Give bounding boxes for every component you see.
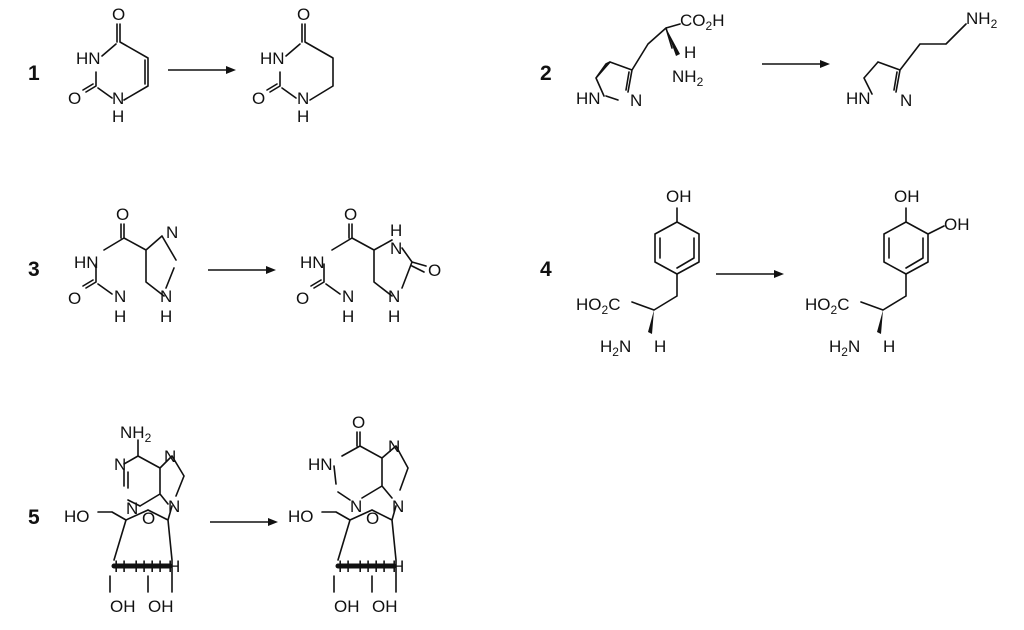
- atom-H: H: [883, 337, 895, 356]
- reaction-1: 1 O HN O N H O HN O N H: [28, 5, 334, 126]
- arrow-1: [168, 66, 236, 74]
- atom-HO: HO: [288, 507, 314, 526]
- atom-N: N: [112, 89, 124, 108]
- histidine-structure: CO2H H NH2 HN N: [576, 11, 724, 110]
- atom-H: H: [150, 557, 162, 576]
- atom-HO2C: HO2C: [805, 295, 849, 317]
- atom-HN: HN: [308, 455, 333, 474]
- atom-H: H: [342, 307, 354, 326]
- atom-OH: OH: [944, 215, 970, 234]
- atom-O-left: O: [68, 89, 81, 108]
- atom-O-left: O: [296, 289, 309, 308]
- atom-N: N: [168, 497, 180, 516]
- reaction-number-1: 1: [28, 62, 40, 85]
- atom-O-left: O: [68, 289, 81, 308]
- atom-H: H: [358, 557, 370, 576]
- arrow-4: [716, 270, 784, 278]
- atom-O: O: [142, 509, 155, 528]
- xanthine-structure: O N HN O N H N H: [68, 205, 178, 326]
- atom-O-top: O: [112, 5, 125, 24]
- atom-H: H: [390, 221, 402, 240]
- atom-H: H: [134, 557, 146, 576]
- atom-N: N: [126, 499, 138, 518]
- atom-H: H: [114, 557, 126, 576]
- arrow-2: [762, 60, 830, 68]
- reaction-3: 3 O N HN O N H N H O H N HN O O N H N: [28, 205, 441, 326]
- atom-HN: HN: [846, 89, 871, 108]
- arrow-5: [210, 518, 278, 526]
- atom-N: N: [166, 223, 178, 242]
- atom-O-left: O: [252, 89, 265, 108]
- reaction-number-5: 5: [28, 506, 40, 529]
- atom-N: N: [297, 89, 309, 108]
- atom-N: N: [900, 91, 912, 110]
- atom-N: N: [342, 287, 354, 306]
- atom-NH2: NH2: [120, 423, 152, 445]
- atom-N: N: [630, 91, 642, 110]
- inosine-structure: O N HN N N HO O H H H H OH OH: [288, 413, 409, 616]
- reaction-number-3: 3: [28, 258, 40, 281]
- reaction-number-4: 4: [540, 258, 552, 281]
- atom-NH2: NH2: [672, 67, 704, 89]
- atom-OH: OH: [666, 187, 692, 206]
- atom-N: N: [164, 447, 176, 466]
- atom-HN: HN: [300, 253, 325, 272]
- atom-O-top: O: [116, 205, 129, 224]
- atom-N: N: [388, 437, 400, 456]
- atom-O-right: O: [428, 261, 441, 280]
- arrow-3: [208, 266, 276, 274]
- atom-HO: HO: [64, 507, 90, 526]
- atom-H2N: H2N: [600, 337, 631, 359]
- atom-H: H: [114, 307, 126, 326]
- atom-H: H: [392, 557, 404, 576]
- atom-H: H: [374, 557, 386, 576]
- atom-N: N: [390, 239, 402, 258]
- atom-OH: OH: [110, 597, 136, 616]
- atom-H: H: [168, 557, 180, 576]
- atom-O-top: O: [297, 5, 310, 24]
- atom-N: N: [388, 287, 400, 306]
- atom-HN: HN: [576, 89, 601, 108]
- atom-N: N: [114, 455, 126, 474]
- reaction-number-2: 2: [540, 62, 552, 85]
- l-dopa-structure: OH OH HO2C H2N H: [805, 187, 970, 359]
- uracil-structure: O HN O N H: [68, 5, 149, 126]
- atom-H: H: [338, 557, 350, 576]
- atom-N: N: [160, 287, 172, 306]
- reaction-5: 5 NH2 N N N N HO O H H H H OH OH: [28, 413, 409, 616]
- dihydrouracil-structure: O HN O N H: [252, 5, 334, 126]
- atom-H2N: H2N: [829, 337, 860, 359]
- atom-O: O: [366, 509, 379, 528]
- adenosine-structure: NH2 N N N N HO O H H H H OH OH: [64, 423, 185, 616]
- atom-OH: OH: [372, 597, 398, 616]
- atom-H: H: [684, 43, 696, 62]
- atom-N: N: [350, 497, 362, 516]
- uric-acid-structure: O H N HN O O N H N H: [296, 205, 441, 326]
- reaction-4: 4 OH HO2C H2N H OH OH HO2C H2N H: [540, 187, 970, 359]
- atom-CO2H: CO2H: [680, 11, 724, 33]
- atom-H: H: [297, 107, 309, 126]
- atom-H: H: [654, 337, 666, 356]
- atom-HN: HN: [260, 49, 285, 68]
- tyrosine-structure: OH HO2C H2N H: [576, 187, 700, 359]
- atom-O-top: O: [344, 205, 357, 224]
- atom-OH: OH: [148, 597, 174, 616]
- histamine-structure: NH2 HN N: [846, 9, 998, 110]
- atom-N: N: [114, 287, 126, 306]
- atom-HN: HN: [74, 253, 99, 272]
- atom-HO2C: HO2C: [576, 295, 620, 317]
- atom-H: H: [388, 307, 400, 326]
- atom-H: H: [112, 107, 124, 126]
- atom-H: H: [160, 307, 172, 326]
- atom-OH: OH: [334, 597, 360, 616]
- atom-N: N: [392, 497, 404, 516]
- atom-OH: OH: [894, 187, 920, 206]
- atom-O-top: O: [352, 413, 365, 432]
- atom-NH2: NH2: [966, 9, 998, 31]
- reaction-2: 2 CO2H H NH2 HN N NH2 HN N: [540, 9, 998, 110]
- atom-HN: HN: [76, 49, 101, 68]
